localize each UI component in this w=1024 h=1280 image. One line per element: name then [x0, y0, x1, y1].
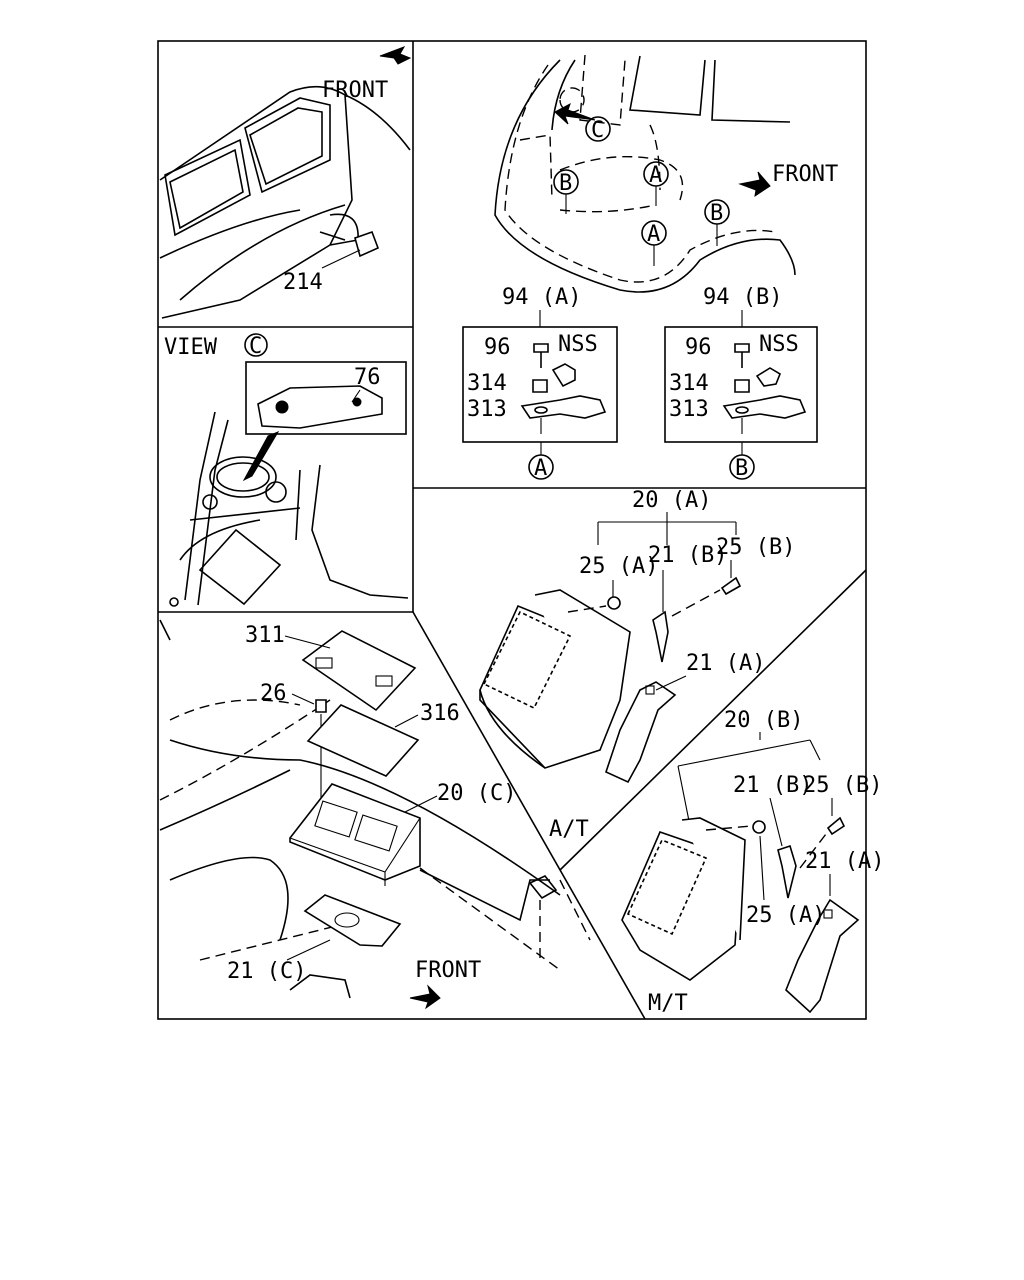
diagram-frame — [157, 40, 867, 1020]
group-title: 94 (B) — [703, 285, 782, 310]
part-20c-label: 20 (C) — [437, 781, 516, 806]
bracket-21a-label: 21 (A) — [686, 651, 765, 676]
svg-text:C: C — [591, 118, 604, 143]
bolt-25a-label: 25 (A) — [579, 554, 658, 579]
rear-locations-panel: FRONT C B A A B 94 (A) — [462, 54, 838, 481]
location-marker-b: B — [735, 456, 748, 481]
grille-pattern — [482, 610, 572, 710]
view-marker: C — [249, 334, 262, 359]
bolt-label: 96 — [484, 335, 511, 360]
front-arrow-icon — [554, 102, 771, 198]
location-marker-b: B — [553, 169, 579, 214]
bolt-label: 96 — [685, 335, 712, 360]
assembly-20b-label: 20 (B) — [724, 708, 803, 733]
body-side-panel: FRONT 214 — [159, 46, 412, 319]
at-mount-panel: 20 (A) 25 (A) 21 (B) 25 (B) 21 (A) A/T — [479, 488, 795, 842]
location-marker-c: C — [585, 116, 611, 143]
nss-label: NSS — [558, 332, 598, 357]
location-marker-a: A — [641, 220, 667, 266]
group-title: 94 (A) — [502, 285, 581, 310]
view-c-panel: VIEW C 76 — [164, 333, 409, 607]
bolt-25b-label: 25 (B) — [803, 773, 882, 798]
location-marker-b: B — [704, 199, 730, 246]
svg-text:A: A — [649, 163, 662, 188]
svg-text:A: A — [647, 222, 660, 247]
front-label: FRONT — [322, 78, 388, 103]
part-76-label: 76 — [354, 365, 381, 390]
nss-label: NSS — [759, 332, 799, 357]
part-316-label: 316 — [420, 701, 460, 726]
svg-text:B: B — [559, 171, 572, 196]
front-label: FRONT — [415, 958, 481, 983]
svg-text:B: B — [710, 201, 723, 226]
part-21c-label: 21 (C) — [227, 959, 306, 984]
bolt-25a-label: 25 (A) — [746, 903, 825, 928]
mt-label: M/T — [648, 991, 688, 1016]
bolt-25b-label: 25 (B) — [716, 535, 795, 560]
fastener-group-b: 94 (B) 96 NSS 314 313 B — [664, 285, 818, 481]
location-marker-a: A — [534, 456, 547, 481]
bracket-21b-label: 21 (B) — [648, 543, 727, 568]
battery-panel: 311 26 316 20 (C) 21 (C) FRONT — [159, 619, 591, 1010]
location-marker-a: A — [643, 161, 669, 206]
at-label: A/T — [549, 817, 589, 842]
grille-pattern — [626, 838, 708, 936]
bracket-label: 313 — [467, 397, 507, 422]
mt-mount-panel: 20 (B) 21 (B) 25 (B) 21 (A) 25 (A) M/T — [621, 708, 884, 1016]
collar-label: 314 — [467, 371, 507, 396]
front-arrow-icon — [409, 984, 441, 1010]
part-214-label: 214 — [283, 270, 323, 295]
collar-label: 314 — [669, 371, 709, 396]
view-label: VIEW — [164, 335, 218, 360]
bracket-21a-label: 21 (A) — [805, 849, 884, 874]
fastener-group-a: 94 (A) 96 NSS 314 313 A — [462, 285, 618, 481]
front-arrow-icon — [379, 46, 412, 65]
front-label: FRONT — [772, 162, 838, 187]
bracket-21b-label: 21 (B) — [733, 773, 812, 798]
part-26-label: 26 — [260, 681, 287, 706]
bracket-label: 313 — [669, 397, 709, 422]
assembly-20a-label: 20 (A) — [632, 488, 711, 513]
part-311-label: 311 — [245, 623, 285, 648]
